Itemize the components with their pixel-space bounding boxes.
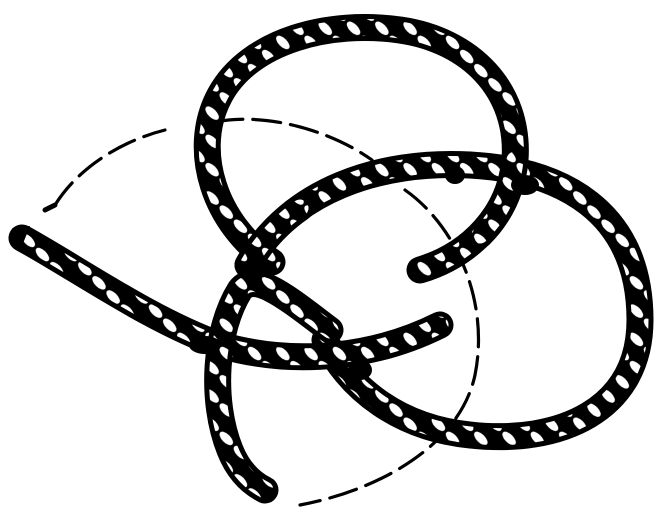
lower-crossing-rope [218,284,330,490]
